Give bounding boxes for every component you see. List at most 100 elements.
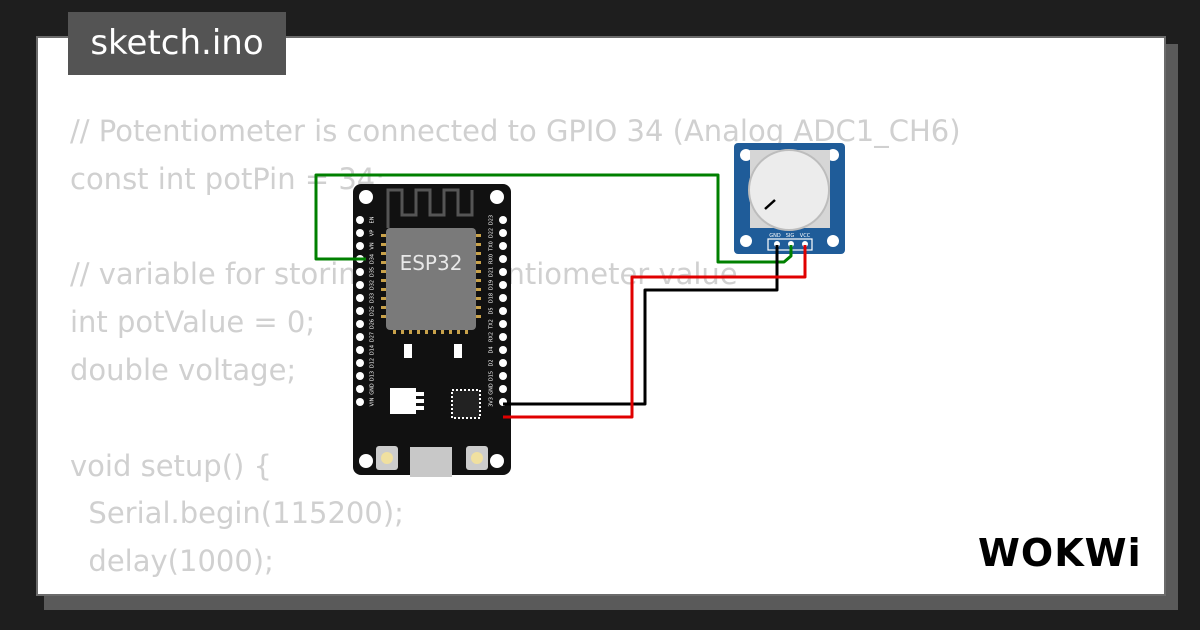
- mounting-hole: [827, 235, 839, 247]
- code-line: int potValue = 0;: [70, 305, 316, 340]
- signal-wire[interactable]: [314, 173, 793, 264]
- esp32-pin-label: D23: [489, 215, 495, 225]
- esp32-pin-d27[interactable]: [356, 333, 364, 341]
- esp32-pin-label: D27: [370, 332, 376, 342]
- esp32-pin-label: D18: [489, 293, 495, 303]
- esp32-pin-d2[interactable]: [499, 359, 507, 367]
- project-card[interactable]: // Potentiometer is connected to GPIO 34…: [36, 36, 1166, 596]
- voltage-regulator: [390, 388, 424, 414]
- capacitor: [404, 344, 412, 358]
- boot-button[interactable]: [466, 446, 488, 470]
- esp32-pin-tx2[interactable]: [499, 320, 507, 328]
- en-button[interactable]: [376, 446, 398, 470]
- esp32-pin-d4[interactable]: [499, 346, 507, 354]
- esp32-pin-label: VN: [370, 242, 376, 249]
- usb-connector[interactable]: [410, 447, 452, 477]
- esp32-pin-label: D19: [489, 280, 495, 290]
- wokwi-logo[interactable]: WOKWi: [978, 528, 1150, 578]
- esp32-pin-label: D22: [489, 228, 495, 238]
- potentiometer-module[interactable]: GND SIG VCC: [734, 143, 845, 254]
- esp32-pin-label: GND: [489, 383, 495, 395]
- esp32-pin-d32[interactable]: [356, 281, 364, 289]
- pot-knob[interactable]: [748, 149, 830, 231]
- esp32-pin-gnd[interactable]: [499, 385, 507, 393]
- esp32-pin-label: GND: [370, 383, 376, 395]
- pin-label-vcc: VCC: [800, 233, 811, 239]
- logo-text: WOKWi: [978, 531, 1142, 575]
- mounting-hole: [359, 190, 373, 204]
- code-line: delay(1000);: [70, 544, 274, 579]
- esp32-pin-d13[interactable]: [356, 372, 364, 380]
- esp32-pin-d21[interactable]: [499, 268, 507, 276]
- esp32-module: ESP32: [381, 228, 481, 334]
- code-line: const int potPin = 34;: [70, 161, 386, 196]
- esp32-pin-label: D34: [370, 254, 376, 264]
- esp32-pin-label: D21: [489, 267, 495, 277]
- filename-tab[interactable]: sketch.ino: [68, 12, 286, 75]
- esp32-pin-vn[interactable]: [356, 242, 364, 250]
- mounting-hole: [740, 235, 752, 247]
- pin-label-gnd: GND: [769, 233, 781, 239]
- esp32-pin-label: TX0: [489, 241, 495, 252]
- esp32-pin-label: TX2: [489, 319, 495, 330]
- esp32-pin-label: D32: [370, 280, 376, 290]
- esp32-pin-vin[interactable]: [356, 398, 364, 406]
- esp32-pin-label: D14: [370, 345, 376, 355]
- esp32-pin-label: D2: [489, 359, 495, 366]
- esp32-pin-label: RX0: [489, 254, 495, 264]
- esp32-pin-label: D5: [489, 307, 495, 314]
- esp32-pin-d19[interactable]: [499, 281, 507, 289]
- esp32-pin-d5[interactable]: [499, 307, 507, 315]
- esp32-pin-label: D4: [489, 346, 495, 353]
- esp32-pin-label: VP: [370, 230, 376, 236]
- esp32-pin-tx0[interactable]: [499, 242, 507, 250]
- ground-wire[interactable]: [503, 245, 779, 406]
- esp32-pin-d15[interactable]: [499, 372, 507, 380]
- mounting-hole: [740, 149, 752, 161]
- code-listing: // Potentiometer is connected to GPIO 34…: [70, 108, 961, 594]
- esp32-pin-d12[interactable]: [356, 359, 364, 367]
- esp32-pin-vp[interactable]: [356, 229, 364, 237]
- mounting-hole: [359, 454, 373, 468]
- esp32-pin-d14[interactable]: [356, 346, 364, 354]
- pin-label-sig: SIG: [786, 233, 795, 239]
- esp32-pin-label: EN: [370, 216, 376, 223]
- esp32-pin-gnd[interactable]: [356, 385, 364, 393]
- capacitor: [454, 344, 462, 358]
- esp32-pin-label: D25: [370, 306, 376, 316]
- esp32-pin-d35[interactable]: [356, 268, 364, 276]
- esp32-pin-label: D12: [370, 358, 376, 368]
- esp32-pin-label: D35: [370, 267, 376, 277]
- esp32-pin-d22[interactable]: [499, 229, 507, 237]
- esp32-pin-d25[interactable]: [356, 307, 364, 315]
- esp32-pin-label: D33: [370, 293, 376, 303]
- code-line: double voltage;: [70, 352, 297, 387]
- esp32-pin-label: RX2: [489, 332, 495, 342]
- esp32-pin-label: VIN: [370, 397, 376, 406]
- esp32-pin-d18[interactable]: [499, 294, 507, 302]
- code-line: Serial.begin(115200);: [70, 496, 404, 531]
- mounting-hole: [490, 190, 504, 204]
- code-line: // Potentiometer is connected to GPIO 34…: [70, 114, 961, 148]
- mounting-hole: [490, 454, 504, 468]
- esp32-pin-d23[interactable]: [499, 216, 507, 224]
- esp32-pin-label: 3V3: [489, 397, 495, 407]
- usb-uart-chip: [451, 389, 481, 419]
- esp32-pin-rx2[interactable]: [499, 333, 507, 341]
- esp32-pin-label: D26: [370, 319, 376, 329]
- code-line: void setup() {: [70, 448, 272, 483]
- esp32-board[interactable]: ESP32 ENVPVND34D35D32D33D25D26D27D14D12D…: [353, 184, 511, 477]
- power-wire[interactable]: [503, 245, 807, 419]
- chip-label: ESP32: [400, 251, 463, 275]
- code-line: }: [70, 586, 961, 594]
- esp32-pin-rx0[interactable]: [499, 255, 507, 263]
- esp32-pin-en[interactable]: [356, 216, 364, 224]
- esp32-pin-label: D15: [489, 371, 495, 381]
- knob-indicator: [764, 199, 776, 210]
- antenna-trace: [386, 188, 474, 228]
- esp32-pin-d26[interactable]: [356, 320, 364, 328]
- esp32-pin-d33[interactable]: [356, 294, 364, 302]
- esp32-pin-label: D13: [370, 371, 376, 381]
